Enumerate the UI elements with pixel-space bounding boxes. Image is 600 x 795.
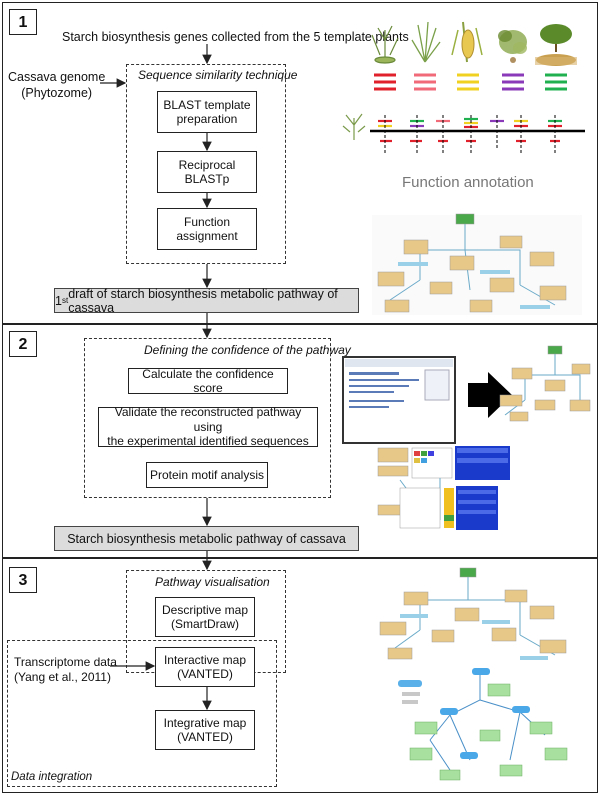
ordinal-suffix: st bbox=[61, 296, 69, 305]
panel-2: 2 bbox=[2, 324, 598, 558]
pathway-map-thumbnail-1 bbox=[372, 213, 582, 315]
technique-title: Sequence similarity technique bbox=[138, 68, 298, 82]
plant-maize-image bbox=[451, 21, 483, 63]
ordinal-number: 1 bbox=[55, 293, 62, 308]
step-descriptive-map: Descriptive map (SmartDraw) bbox=[155, 597, 255, 637]
gene-bars bbox=[374, 73, 567, 91]
plant-images bbox=[371, 21, 577, 66]
step-blast-template: BLAST template preparation bbox=[157, 91, 257, 133]
plant-arabidopsis-image bbox=[371, 25, 399, 64]
confidence-title: Defining the confidence of the pathway bbox=[144, 343, 351, 357]
integration-region bbox=[7, 640, 277, 787]
step-protein-motif: Protein motif analysis bbox=[146, 462, 268, 488]
panel-number: 3 bbox=[9, 567, 37, 593]
pathway-map-thumbnail-2 bbox=[499, 345, 591, 422]
gene-bars-pink bbox=[414, 73, 436, 91]
plant-potato-image bbox=[498, 30, 527, 63]
visualisation-title: Pathway visualisation bbox=[155, 575, 270, 589]
step-validate-pathway: Validate the reconstructed pathway using… bbox=[98, 405, 318, 448]
pathway-map-thumbnail-3 bbox=[379, 567, 567, 660]
plant-rice-image bbox=[411, 21, 441, 63]
database-screenshot-image bbox=[342, 356, 456, 444]
plant-cassava-image bbox=[535, 24, 577, 66]
step-interactive-map: Interactive map (VANTED) bbox=[155, 647, 255, 687]
genome-label: Cassava genome (Phytozome) bbox=[8, 70, 106, 100]
step-confidence-score: Calculate the confidence score bbox=[128, 367, 288, 395]
technique-region bbox=[126, 64, 286, 264]
gene-bars-yellow bbox=[457, 73, 479, 91]
flow-arrows bbox=[100, 44, 212, 711]
function-annotation-title: Function annotation bbox=[402, 174, 534, 191]
vanted-network-thumbnail bbox=[398, 668, 568, 781]
source-label: Starch biosynthesis genes collected from… bbox=[62, 30, 409, 44]
step-function-assignment: Function assignment bbox=[157, 208, 257, 250]
step-reciprocal-blastp: Reciprocal BLASTp bbox=[157, 151, 257, 193]
first-draft-label: draft of starch biosynthesis metabolic p… bbox=[68, 286, 338, 315]
panel-number: 1 bbox=[9, 9, 37, 35]
small-cassava-plant-image bbox=[342, 113, 366, 140]
genome-annotation-graphic bbox=[342, 113, 585, 154]
step-integrative-map: Integrative map (VANTED) bbox=[155, 710, 255, 750]
validation-table-thumbnail bbox=[377, 446, 510, 530]
final-pathway: Starch biosynthesis metabolic pathway of… bbox=[54, 526, 359, 551]
gene-bars-red bbox=[374, 73, 396, 91]
panel-number: 2 bbox=[9, 331, 37, 357]
right-arrow-icon bbox=[468, 372, 512, 418]
integration-label: Data integration bbox=[11, 771, 93, 783]
panel-1: 1 bbox=[2, 2, 598, 324]
confidence-region bbox=[84, 338, 331, 498]
gene-bars-purple bbox=[502, 73, 524, 91]
gene-bars-green bbox=[545, 73, 567, 91]
panel-3: 3 bbox=[2, 558, 598, 793]
